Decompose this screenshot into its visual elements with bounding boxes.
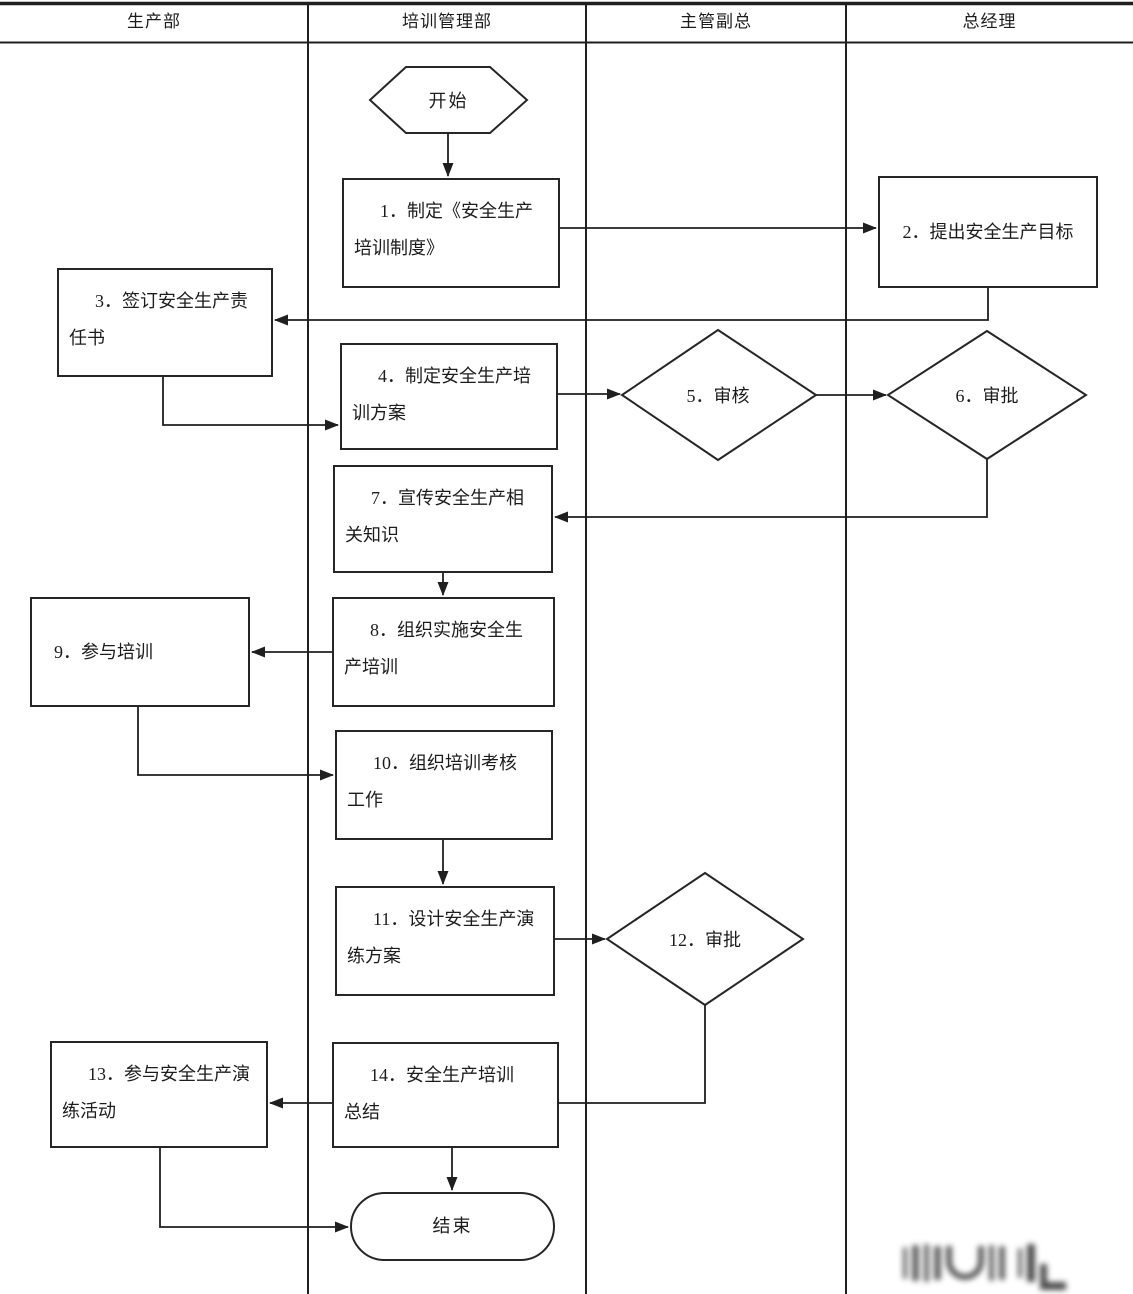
watermark-mark [999, 1246, 1005, 1280]
node-13-join-drill: 13．参与安全生产演 练活动 [50, 1041, 268, 1148]
diamond-5-review [620, 328, 818, 462]
node-7-publicize-knowledge: 7．宣传安全生产相 关知识 [333, 465, 553, 573]
node-8-implement-training: 8．组织实施安全生 产培训 [332, 597, 555, 707]
node-2-set-safety-goals: 2．提出安全生产目标 [878, 176, 1098, 288]
end-terminator: 结束 [350, 1192, 555, 1261]
node-11-design-drill-plan: 11．设计安全生产演 练方案 [335, 886, 555, 996]
node-14-training-summary: 14．安全生产培训 总结 [332, 1042, 559, 1148]
connector-12-to-14 [559, 1005, 706, 1104]
connector-13-to-end [159, 1148, 349, 1233]
node-1-create-safety-training-system: 1．制定《安全生产 培训制度》 [342, 178, 560, 288]
node-10-organize-assessment: 10．组织培训考核 工作 [335, 730, 553, 840]
connector-2-to-3 [274, 288, 989, 326]
start-hexagon [368, 66, 529, 134]
watermark-mark [1018, 1248, 1022, 1278]
connector-6-to-7 [554, 459, 988, 523]
watermark-mark [1040, 1264, 1066, 1290]
node-9-attend-training: 9．参与培训 [30, 597, 250, 707]
watermark-mark [1027, 1244, 1035, 1282]
diamond-6-approve [886, 329, 1088, 461]
watermark-mark [912, 1245, 919, 1281]
connector-9-to-10 [137, 707, 334, 781]
connector-3-to-4 [162, 377, 339, 431]
watermark-mark [934, 1246, 941, 1280]
watermark-mark [924, 1244, 929, 1282]
lane-header-production: 生产部 [127, 12, 181, 31]
lane-header-gm: 总经理 [962, 12, 1017, 31]
node-3-sign-responsibility: 3．签订安全生产责 任书 [57, 268, 273, 377]
diamond-12-approve [605, 871, 805, 1007]
watermark [903, 1236, 1099, 1290]
node-4-make-training-plan: 4．制定安全生产培 训方案 [340, 343, 558, 450]
watermark-mark [946, 1246, 984, 1280]
lane-header-training-mgmt: 培训管理部 [402, 12, 492, 31]
watermark-mark [989, 1245, 994, 1281]
lane-header-vp: 主管副总 [680, 12, 752, 31]
watermark-mark [903, 1247, 907, 1279]
